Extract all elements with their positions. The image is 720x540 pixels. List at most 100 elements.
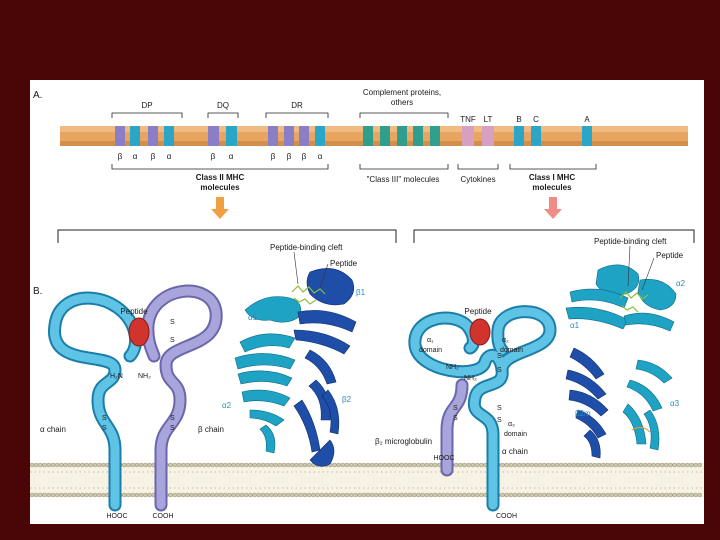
class2-b1-label: β1 bbox=[356, 288, 366, 297]
lipid-head bbox=[445, 492, 451, 498]
class1-s-1: S bbox=[453, 405, 458, 412]
lipid-head bbox=[256, 462, 262, 468]
lipid-head bbox=[458, 492, 463, 498]
lipid-head bbox=[80, 492, 85, 498]
lipid-head bbox=[231, 462, 236, 468]
lipid-head bbox=[59, 492, 64, 498]
lipid-head bbox=[680, 492, 686, 498]
lipid-head bbox=[403, 492, 409, 498]
lipid-head bbox=[479, 462, 484, 468]
lipid-head bbox=[243, 462, 249, 468]
lipid-head bbox=[130, 492, 136, 498]
lipid-head bbox=[269, 462, 274, 468]
class2-peptide-ribbon bbox=[291, 285, 326, 305]
lipid-head bbox=[168, 462, 173, 468]
class1-nh2: NH₂ bbox=[464, 375, 477, 382]
lipid-head bbox=[668, 462, 673, 468]
lipid-head bbox=[382, 462, 388, 468]
lipid-head bbox=[185, 462, 190, 468]
lipid-head bbox=[390, 492, 396, 498]
lipid-head bbox=[638, 462, 644, 468]
class1-a2-domain-2: domain bbox=[500, 347, 523, 354]
lipid-head bbox=[697, 462, 703, 468]
lipid-head bbox=[630, 492, 635, 498]
lipid-head bbox=[80, 462, 85, 468]
lipid-head bbox=[592, 492, 598, 498]
lipid-head bbox=[218, 462, 224, 468]
lipid-head bbox=[474, 492, 480, 498]
lipid-head bbox=[605, 462, 610, 468]
lipid-head bbox=[92, 462, 98, 468]
lipid-head bbox=[659, 462, 665, 468]
lipid-head bbox=[197, 462, 203, 468]
lipid-head bbox=[525, 492, 530, 498]
lipid-head bbox=[176, 462, 182, 468]
lipid-head bbox=[189, 492, 194, 498]
class1-a1-domain-2: domain bbox=[419, 347, 442, 354]
lipid-head bbox=[340, 462, 346, 468]
lipid-head bbox=[264, 462, 270, 468]
lipid-head bbox=[634, 492, 640, 498]
lipid-head bbox=[626, 492, 631, 498]
lipid-head bbox=[407, 462, 413, 468]
class1-s-6: S bbox=[497, 417, 502, 424]
lipid-head bbox=[504, 492, 509, 498]
lipid-head bbox=[613, 492, 619, 498]
lipid-head bbox=[617, 462, 623, 468]
greek-dr-1: β bbox=[271, 152, 276, 161]
lipid-head bbox=[260, 492, 266, 498]
class2-ribbon-peptide-label: Peptide bbox=[330, 259, 358, 268]
lipid-head bbox=[252, 462, 257, 468]
lipid-head bbox=[571, 462, 577, 468]
cytokines-label: Cytokines bbox=[460, 175, 495, 184]
lipid-head bbox=[302, 462, 308, 468]
lipid-head bbox=[432, 462, 438, 468]
lipid-head bbox=[71, 462, 77, 468]
class1-s-3: S bbox=[497, 353, 502, 360]
lipid-head bbox=[365, 492, 371, 498]
lipid-head bbox=[411, 462, 417, 468]
lipid-head bbox=[508, 462, 514, 468]
lipid-head bbox=[529, 492, 535, 498]
lipid-head bbox=[122, 462, 127, 468]
class1-s-4: S bbox=[497, 367, 502, 374]
lipid-head bbox=[672, 462, 677, 468]
lipid-head bbox=[399, 462, 404, 468]
class2-arrow bbox=[211, 197, 229, 219]
lipid-head bbox=[357, 462, 362, 468]
lipid-head bbox=[42, 492, 47, 498]
lipid-head bbox=[353, 462, 358, 468]
class2-s-2: S bbox=[102, 425, 107, 432]
lipid-head bbox=[416, 462, 421, 468]
lipid-head bbox=[143, 492, 148, 498]
class1-a1-label: α1 bbox=[570, 321, 580, 330]
lipid-head bbox=[382, 492, 388, 498]
lipid-head bbox=[239, 492, 245, 498]
lipid-head bbox=[281, 462, 287, 468]
band-dr-2 bbox=[284, 126, 294, 146]
lipid-head bbox=[395, 462, 400, 468]
locus-b: B bbox=[516, 115, 521, 124]
class2-label-2: molecules bbox=[200, 183, 240, 192]
band-dq-1 bbox=[208, 126, 219, 146]
locus-a: A bbox=[584, 115, 590, 124]
lipid-head bbox=[684, 462, 690, 468]
membrane-heads-bottom bbox=[29, 492, 703, 498]
lipid-head bbox=[554, 492, 560, 498]
class3-label: "Class III" molecules bbox=[367, 175, 440, 184]
class2-ribbon-structure bbox=[234, 251, 357, 467]
lipid-head bbox=[336, 492, 341, 498]
mhc-diagram: A. DP DQ DR Complement proteins, others … bbox=[29, 88, 704, 520]
lipid-head bbox=[38, 462, 43, 468]
class2-s-5: S bbox=[170, 415, 175, 422]
locus-lt: LT bbox=[484, 115, 493, 124]
class2-ribbon-leaders bbox=[293, 251, 329, 289]
lipid-head bbox=[54, 462, 60, 468]
lipid-head bbox=[537, 492, 543, 498]
class1-alpha-chain bbox=[410, 307, 555, 510]
lipid-head bbox=[134, 462, 140, 468]
lipid-head bbox=[668, 492, 673, 498]
lipid-head bbox=[575, 462, 581, 468]
lipid-head bbox=[403, 462, 409, 468]
lipid-head bbox=[672, 492, 677, 498]
